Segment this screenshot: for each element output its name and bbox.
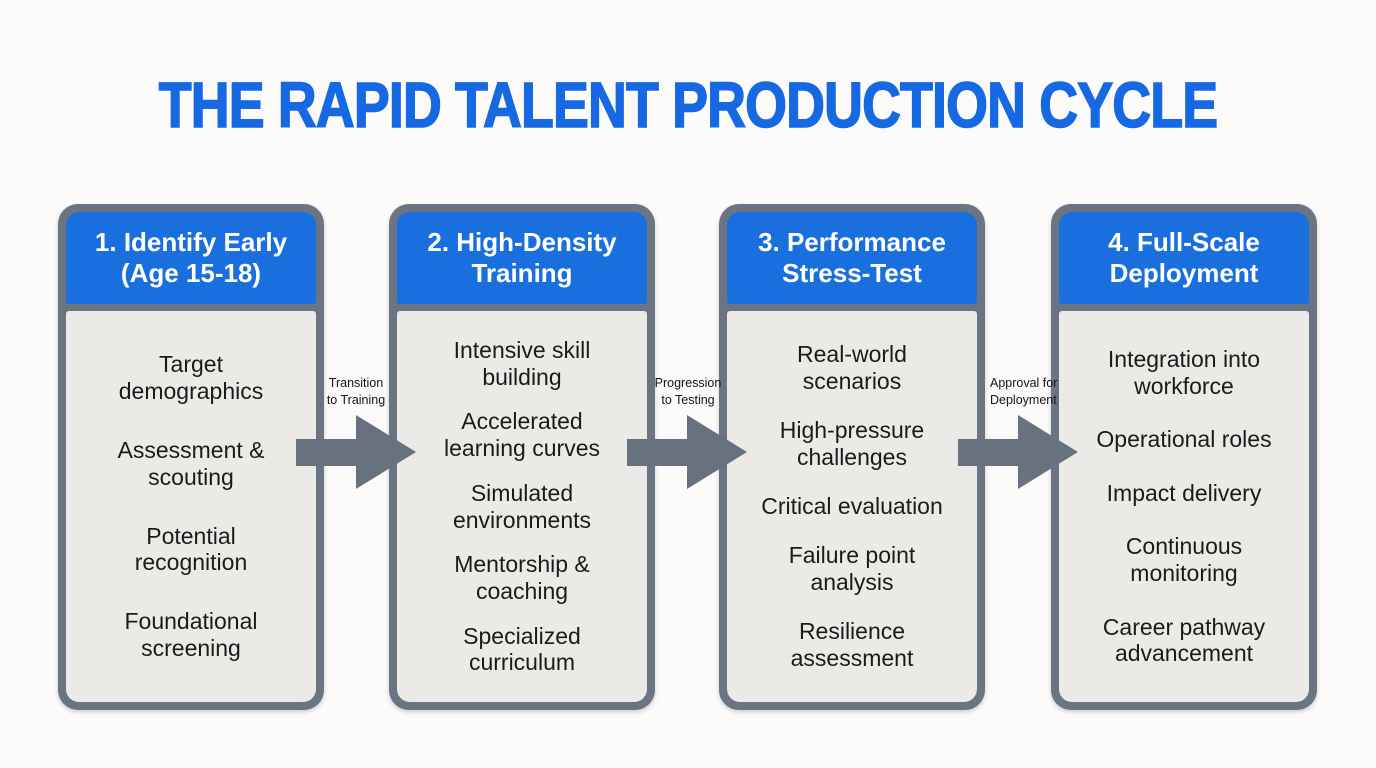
stage-card-1: 1. Identify Early (Age 15-18) Target dem… (58, 204, 324, 710)
stage-item: Specialized curriculum (463, 622, 581, 676)
stage-card-3: 3. Performance Stress-Test Real-world sc… (719, 204, 985, 710)
stage-card-2: 2. High-Density Training Intensive skill… (389, 204, 655, 710)
stage-item: Accelerated learning curves (444, 408, 600, 462)
stage-item: Impact delivery (1106, 479, 1262, 506)
arrow-head (1018, 415, 1078, 489)
stage-item: Intensive skill building (453, 337, 591, 390)
right-arrow-icon (627, 415, 747, 489)
stage-item: High-pressure challenges (779, 417, 925, 470)
stage-item: Assessment & scouting (117, 436, 265, 490)
stage-4-header: 4. Full-Scale Deployment (1059, 212, 1309, 304)
stage-2-body: Intensive skill building Accelerated lea… (397, 311, 647, 702)
arrow-label-progression: Progression to Testing (654, 376, 722, 407)
stage-1-body: Target demographics Assessment & scoutin… (66, 311, 316, 702)
arrow-label-transition: Transition to Training (326, 376, 386, 407)
stage-item: Mentorship & coaching (454, 551, 590, 604)
stage-item: Integration into workforce (1107, 345, 1261, 399)
stage-3-header: 3. Performance Stress-Test (727, 212, 977, 304)
stage-item: Failure point analysis (788, 542, 916, 595)
stage-item: Continuous monitoring (1125, 533, 1243, 587)
arrow-tail (958, 438, 1018, 466)
stage-item: Simulated environments (452, 479, 592, 533)
stage-item: Real-world scenarios (797, 341, 907, 395)
stage-card-4: 4. Full-Scale Deployment Integration int… (1051, 204, 1317, 710)
stage-1-header: 1. Identify Early (Age 15-18) (66, 212, 316, 304)
stage-4-body: Integration into workforce Operational r… (1059, 311, 1309, 702)
stage-item: Resilience assessment (790, 618, 914, 671)
page-title: THE RAPID TALENT PRODUCTION CYCLE (158, 68, 1219, 142)
stage-3-body: Real-world scenarios High-pressure chall… (727, 311, 977, 702)
stage-2-header: 2. High-Density Training (397, 212, 647, 304)
arrow-tail (627, 438, 687, 466)
arrow-head (356, 415, 416, 489)
stage-item: Career pathway advancement (1102, 613, 1266, 667)
stage-item: Operational roles (1096, 426, 1272, 453)
arrow-tail (296, 438, 356, 466)
arrow-label-approval: Approval for Deployment (990, 376, 1058, 407)
right-arrow-icon (296, 415, 416, 489)
stage-item: Critical evaluation (761, 493, 943, 520)
stage-item: Potential recognition (134, 522, 248, 576)
stage-item: Target demographics (118, 351, 264, 404)
stage-item: Foundational screening (124, 608, 258, 661)
right-arrow-icon (958, 415, 1078, 489)
arrow-head (687, 415, 747, 489)
